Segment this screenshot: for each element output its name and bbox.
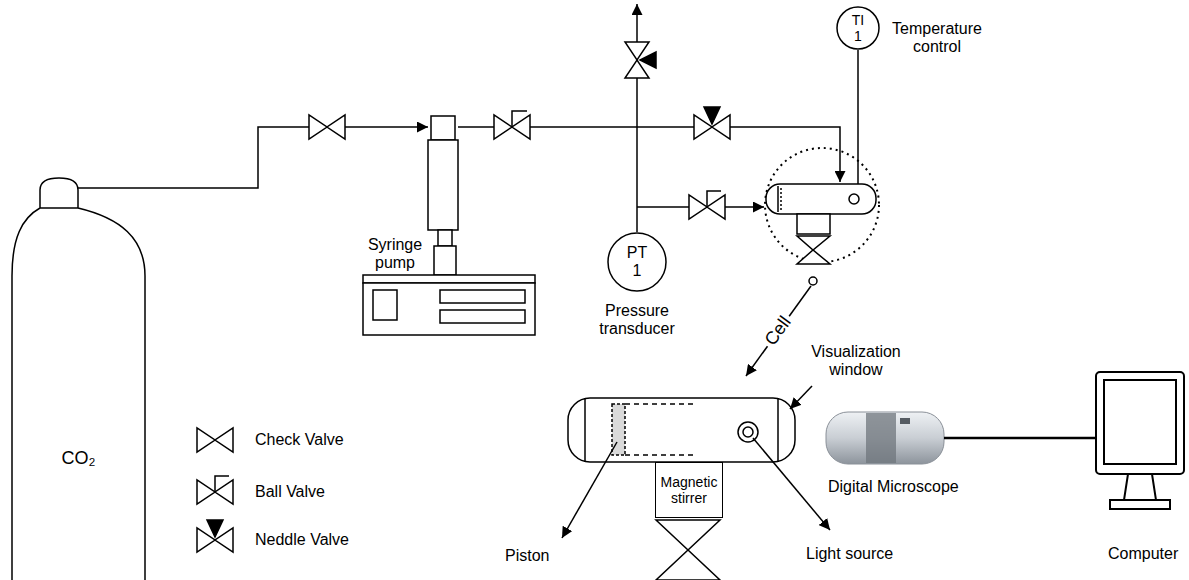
part-label: Computer [1108, 545, 1178, 563]
instrument-tag: TI [852, 12, 864, 28]
instrument-tag: 1 [633, 262, 642, 280]
part-label: Digital Microscope [828, 478, 959, 496]
instrument-bubble: PT1 [607, 232, 667, 292]
gas-cylinder: CO₂ [10, 176, 147, 580]
part-label: Piston [505, 547, 549, 565]
shape-label: CO₂ [62, 448, 96, 469]
legend-samples [197, 428, 233, 552]
pipework [78, 4, 858, 232]
legend-text: Ball Valve [255, 483, 325, 501]
digital-microscope [826, 412, 1096, 464]
computer-monitor [1096, 372, 1184, 509]
part-label: Visualization window [800, 343, 912, 380]
cylinder-outline [10, 176, 147, 580]
stirrer-box: Magnetic stirrer [655, 462, 723, 518]
small-cell [746, 148, 879, 376]
part-label: Pressure transducer [587, 302, 687, 339]
part-label: Temperature control [882, 20, 992, 57]
callout-label: Cell [759, 310, 797, 352]
syringe-pump [363, 116, 535, 335]
part-label: Syringe pump [360, 236, 430, 273]
legend-text: Neddle Valve [255, 531, 349, 549]
instrument-tag: 1 [854, 28, 862, 44]
valve-symbols [309, 42, 730, 219]
large-cell [562, 386, 830, 580]
part-label: Light source [806, 545, 893, 563]
shape-label: Magnetic stirrer [659, 474, 719, 506]
instrument-tag: PT [627, 244, 647, 262]
legend-text: Check Valve [255, 431, 344, 449]
instrument-bubble: TI1 [836, 6, 880, 50]
